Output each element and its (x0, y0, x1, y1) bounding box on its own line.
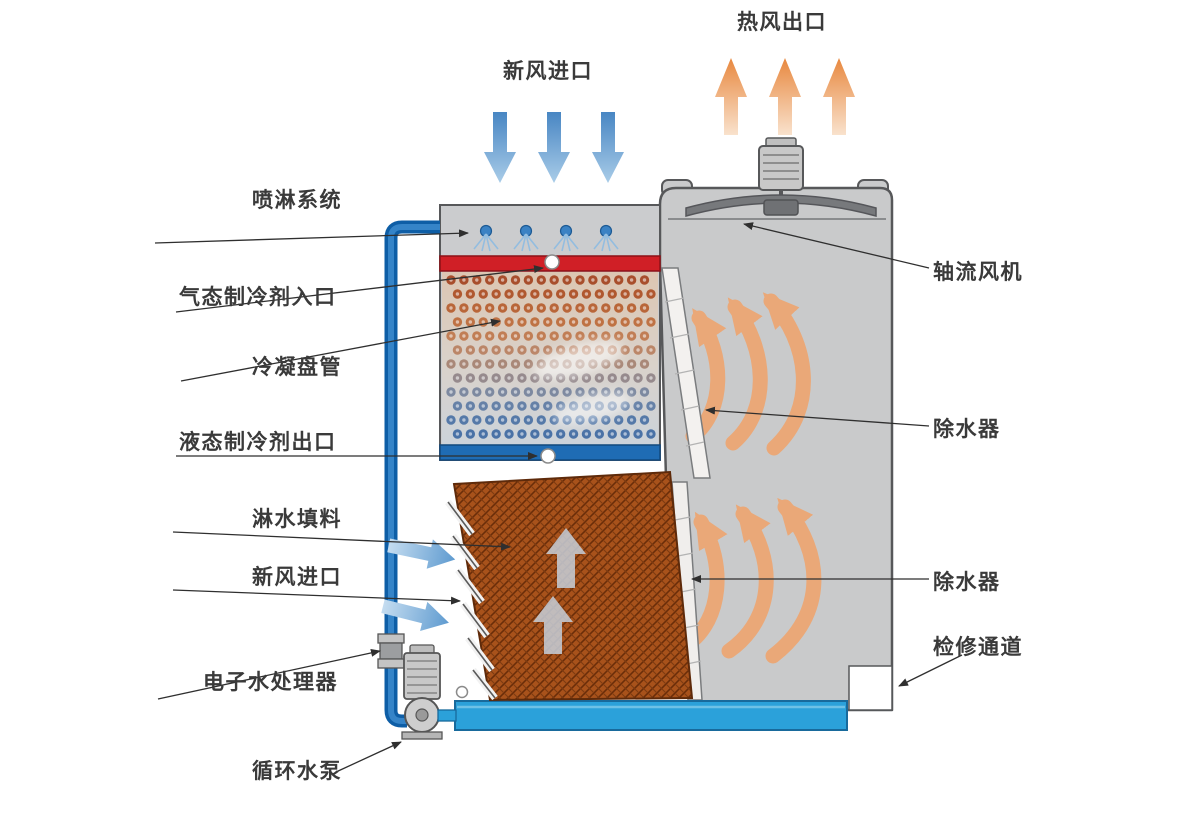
label-hot-air-outlet: 热风出口 (737, 11, 827, 34)
fresh-air-inlet-arrows (484, 112, 624, 183)
leader-axial-fan (743, 222, 930, 269)
label-condenser-coil: 冷凝盘管 (252, 356, 342, 379)
label-spray-system: 喷淋系统 (252, 189, 342, 212)
hot-air-circulation-arrows (680, 292, 822, 664)
fan-blades (685, 194, 877, 217)
leader-service-access (898, 654, 963, 687)
fan-hub (763, 199, 799, 216)
leader-fresh-air-inlet-side (172, 589, 461, 605)
label-fill-packing: 淋水填料 (252, 508, 342, 531)
leader-condenser-coil (180, 318, 501, 382)
hot-air-outlet-arrows (715, 58, 855, 135)
circulation-pump-unit (401, 644, 457, 740)
pump-base (401, 731, 443, 740)
axial-fan (668, 137, 886, 220)
condensing-coil-tubes (446, 275, 656, 439)
leader-spray-system (154, 229, 469, 244)
label-electronic-water-treater: 电子水处理器 (203, 671, 338, 694)
fan-motor (758, 145, 804, 191)
label-service-access: 检修通道 (933, 636, 1023, 659)
label-fresh-air-inlet-top: 新风进口 (503, 60, 593, 83)
fill-updraft-arrows (533, 528, 586, 654)
label-liquid-refrigerant-outlet: 液态制冷剂出口 (179, 431, 337, 454)
leader-fill-packing (172, 531, 511, 551)
label-drift-eliminator-upper: 除水器 (933, 418, 1001, 441)
service-access-opening (848, 665, 893, 711)
label-fresh-air-inlet-side: 新风进口 (252, 566, 342, 589)
gas-inlet-port (544, 254, 560, 270)
electronic-water-treater-device (377, 633, 405, 669)
fill-packing-section (445, 470, 694, 702)
label-circulation-pump: 循环水泵 (252, 760, 342, 783)
label-axial-fan: 轴流风机 (933, 261, 1023, 284)
water-basin (454, 700, 848, 731)
drift-eliminator-upper-part (661, 267, 711, 479)
air-inlet-louvers (445, 499, 498, 701)
label-drift-eliminator-lower: 除水器 (933, 571, 1001, 594)
condenser-section (439, 204, 661, 464)
leader-drift-eliminator-upper (705, 406, 930, 427)
spray-nozzles (473, 224, 619, 252)
circulation-pipe-and-pump (377, 220, 457, 740)
pump-outlet (437, 709, 457, 722)
drain-port (455, 685, 469, 699)
leader-lines (154, 222, 963, 773)
fresh-air-side-arrows (381, 538, 456, 631)
leader-circulation-pump (335, 741, 402, 773)
label-gas-refrigerant-inlet: 气态制冷剂入口 (179, 286, 337, 309)
motor-fins (763, 154, 799, 180)
vapor-sheen (533, 340, 631, 424)
liquid-outlet-port (540, 448, 556, 464)
leader-gas-refrigerant-inlet (175, 265, 544, 313)
leader-water-treater (157, 648, 381, 700)
